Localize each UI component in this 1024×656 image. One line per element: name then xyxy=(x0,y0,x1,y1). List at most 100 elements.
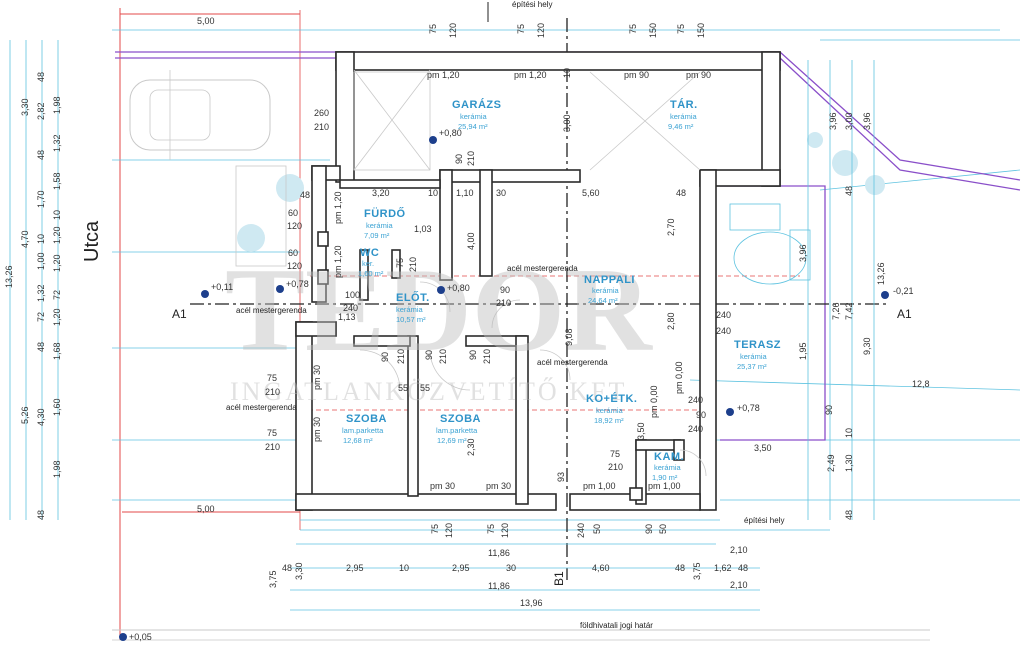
room-name-nappali: NAPPALI xyxy=(584,274,635,286)
dim: 10 xyxy=(428,188,438,198)
dim: pm 1,00 xyxy=(583,481,616,491)
room-area: 18,92 m² xyxy=(594,416,624,425)
dim: 4,00 xyxy=(466,232,476,250)
dim: 5,60 xyxy=(582,188,600,198)
dim: 7,42 xyxy=(844,302,854,320)
dim: 1,62 xyxy=(714,563,732,573)
level-marker-icon xyxy=(119,633,127,641)
dim: 120 xyxy=(287,261,302,271)
dim: 2,95 xyxy=(346,563,364,573)
dim: 2,80 xyxy=(666,312,676,330)
dim: 48 xyxy=(36,342,46,352)
dim: 2,10 xyxy=(730,580,748,590)
dim: 210 xyxy=(608,462,623,472)
room-floor: kerámia xyxy=(596,406,624,415)
street-label: Utca xyxy=(81,220,103,262)
room-floor: kerámia xyxy=(460,112,488,121)
room-name-elot: ELŐT. xyxy=(396,291,430,304)
dim: 210 xyxy=(496,298,511,308)
dim: 1,70 xyxy=(36,190,46,208)
dim: 90 xyxy=(824,405,834,415)
dim: 72 xyxy=(36,312,46,322)
dim: 210 xyxy=(396,349,406,364)
room-labels: GARÁZS kerámia 25,94 m² TÁR. kerámia 9,4… xyxy=(342,98,781,482)
dim: 2,95 xyxy=(452,563,470,573)
dim: pm 90 xyxy=(624,70,649,80)
dim: 210 xyxy=(438,349,448,364)
dim: pm 90 xyxy=(686,70,711,80)
dim: 5,00 xyxy=(197,504,215,514)
dim: 7,26 xyxy=(831,302,841,320)
watermark: TEDOR INGATLANKÖZVETÍTŐ KFT. xyxy=(225,243,653,406)
dim: 48 xyxy=(36,72,46,82)
dim: 5,26 xyxy=(20,406,30,424)
dim: 210 xyxy=(265,442,280,452)
dim: 1,98 xyxy=(52,96,62,114)
dim: 75 xyxy=(676,24,686,34)
car-outline xyxy=(129,70,271,160)
room-name-kamra: KAM. xyxy=(654,451,684,463)
dim: 3,75 xyxy=(268,570,278,588)
dim: 2,30 xyxy=(466,438,476,456)
dim: pm 1,20 xyxy=(333,191,343,224)
watermark-logo: TEDOR xyxy=(225,243,653,376)
dim: pm 1,20 xyxy=(514,70,547,80)
dim: 93 xyxy=(556,472,566,482)
room-name-wc: WC xyxy=(360,247,379,259)
dim: 13,26 xyxy=(4,265,14,288)
dim: 260 xyxy=(314,108,329,118)
dim: 90 xyxy=(380,352,390,362)
site-boundary-label-bottom: építési hely xyxy=(744,516,784,525)
dim: 1,68 xyxy=(52,342,62,360)
dim: 210 xyxy=(482,349,492,364)
dim: 12,8 xyxy=(912,379,930,389)
room-floor: kerámia xyxy=(366,221,394,230)
level-marker-icon xyxy=(881,291,889,299)
beam-label: acél mestergerenda xyxy=(236,306,307,315)
section-lines xyxy=(190,2,890,580)
dim: 1,95 xyxy=(798,342,808,360)
dim: 48 xyxy=(676,188,686,198)
room-area: 9,46 m² xyxy=(668,122,694,131)
dim: 50 xyxy=(658,524,668,534)
dim: 75 xyxy=(628,24,638,34)
dim: 3,30 xyxy=(294,562,304,580)
dim: 1,98 xyxy=(52,460,62,478)
dim: 120 xyxy=(287,221,302,231)
level-value: +0,78 xyxy=(286,279,309,289)
dim: 1,10 xyxy=(456,188,474,198)
dim: 1,20 xyxy=(52,308,62,326)
room-area: 1,90 m² xyxy=(652,473,678,482)
dim: 5,00 xyxy=(197,16,215,26)
dim: 60 xyxy=(288,208,298,218)
dim: pm 30 xyxy=(430,481,455,491)
dim: pm 0,00 xyxy=(674,361,684,394)
room-name-tar: TÁR. xyxy=(670,98,698,111)
dim: 55 xyxy=(398,383,408,393)
dim: 1,58 xyxy=(52,172,62,190)
dimensions-right: 3,96 3,00 3,96 3,96 7,26 7,42 1,95 9,30 … xyxy=(798,60,930,520)
tree-icon xyxy=(865,175,885,195)
dim: 240 xyxy=(688,424,703,434)
land-border-label: földhivatali jogi határ xyxy=(580,621,653,630)
annotations: építési hely építési hely földhivatali j… xyxy=(81,0,912,630)
dim: 90 xyxy=(424,350,434,360)
dim: 75 xyxy=(267,428,277,438)
dim: 75 xyxy=(395,258,405,268)
dim: 1,13 xyxy=(338,312,356,322)
room-area: 1,60 m² xyxy=(358,269,384,278)
dim: 9,30 xyxy=(862,337,872,355)
room-floor: kerámia xyxy=(670,112,698,121)
site-boundary-label-top: építési hely xyxy=(512,0,552,9)
dim: 48 xyxy=(36,510,46,520)
room-area: 12,69 m² xyxy=(437,436,467,445)
site-guides xyxy=(112,8,1021,641)
dim: 240 xyxy=(343,303,358,313)
dim: 1,20 xyxy=(52,226,62,244)
dim: 3,30 xyxy=(20,98,30,116)
room-name-terasz: TERASZ xyxy=(734,339,781,351)
room-floor: kerámia xyxy=(740,352,768,361)
door-swings xyxy=(359,281,707,477)
dim: 48 xyxy=(300,190,310,200)
room-name-konyha: KO+ÉTK. xyxy=(586,392,637,405)
